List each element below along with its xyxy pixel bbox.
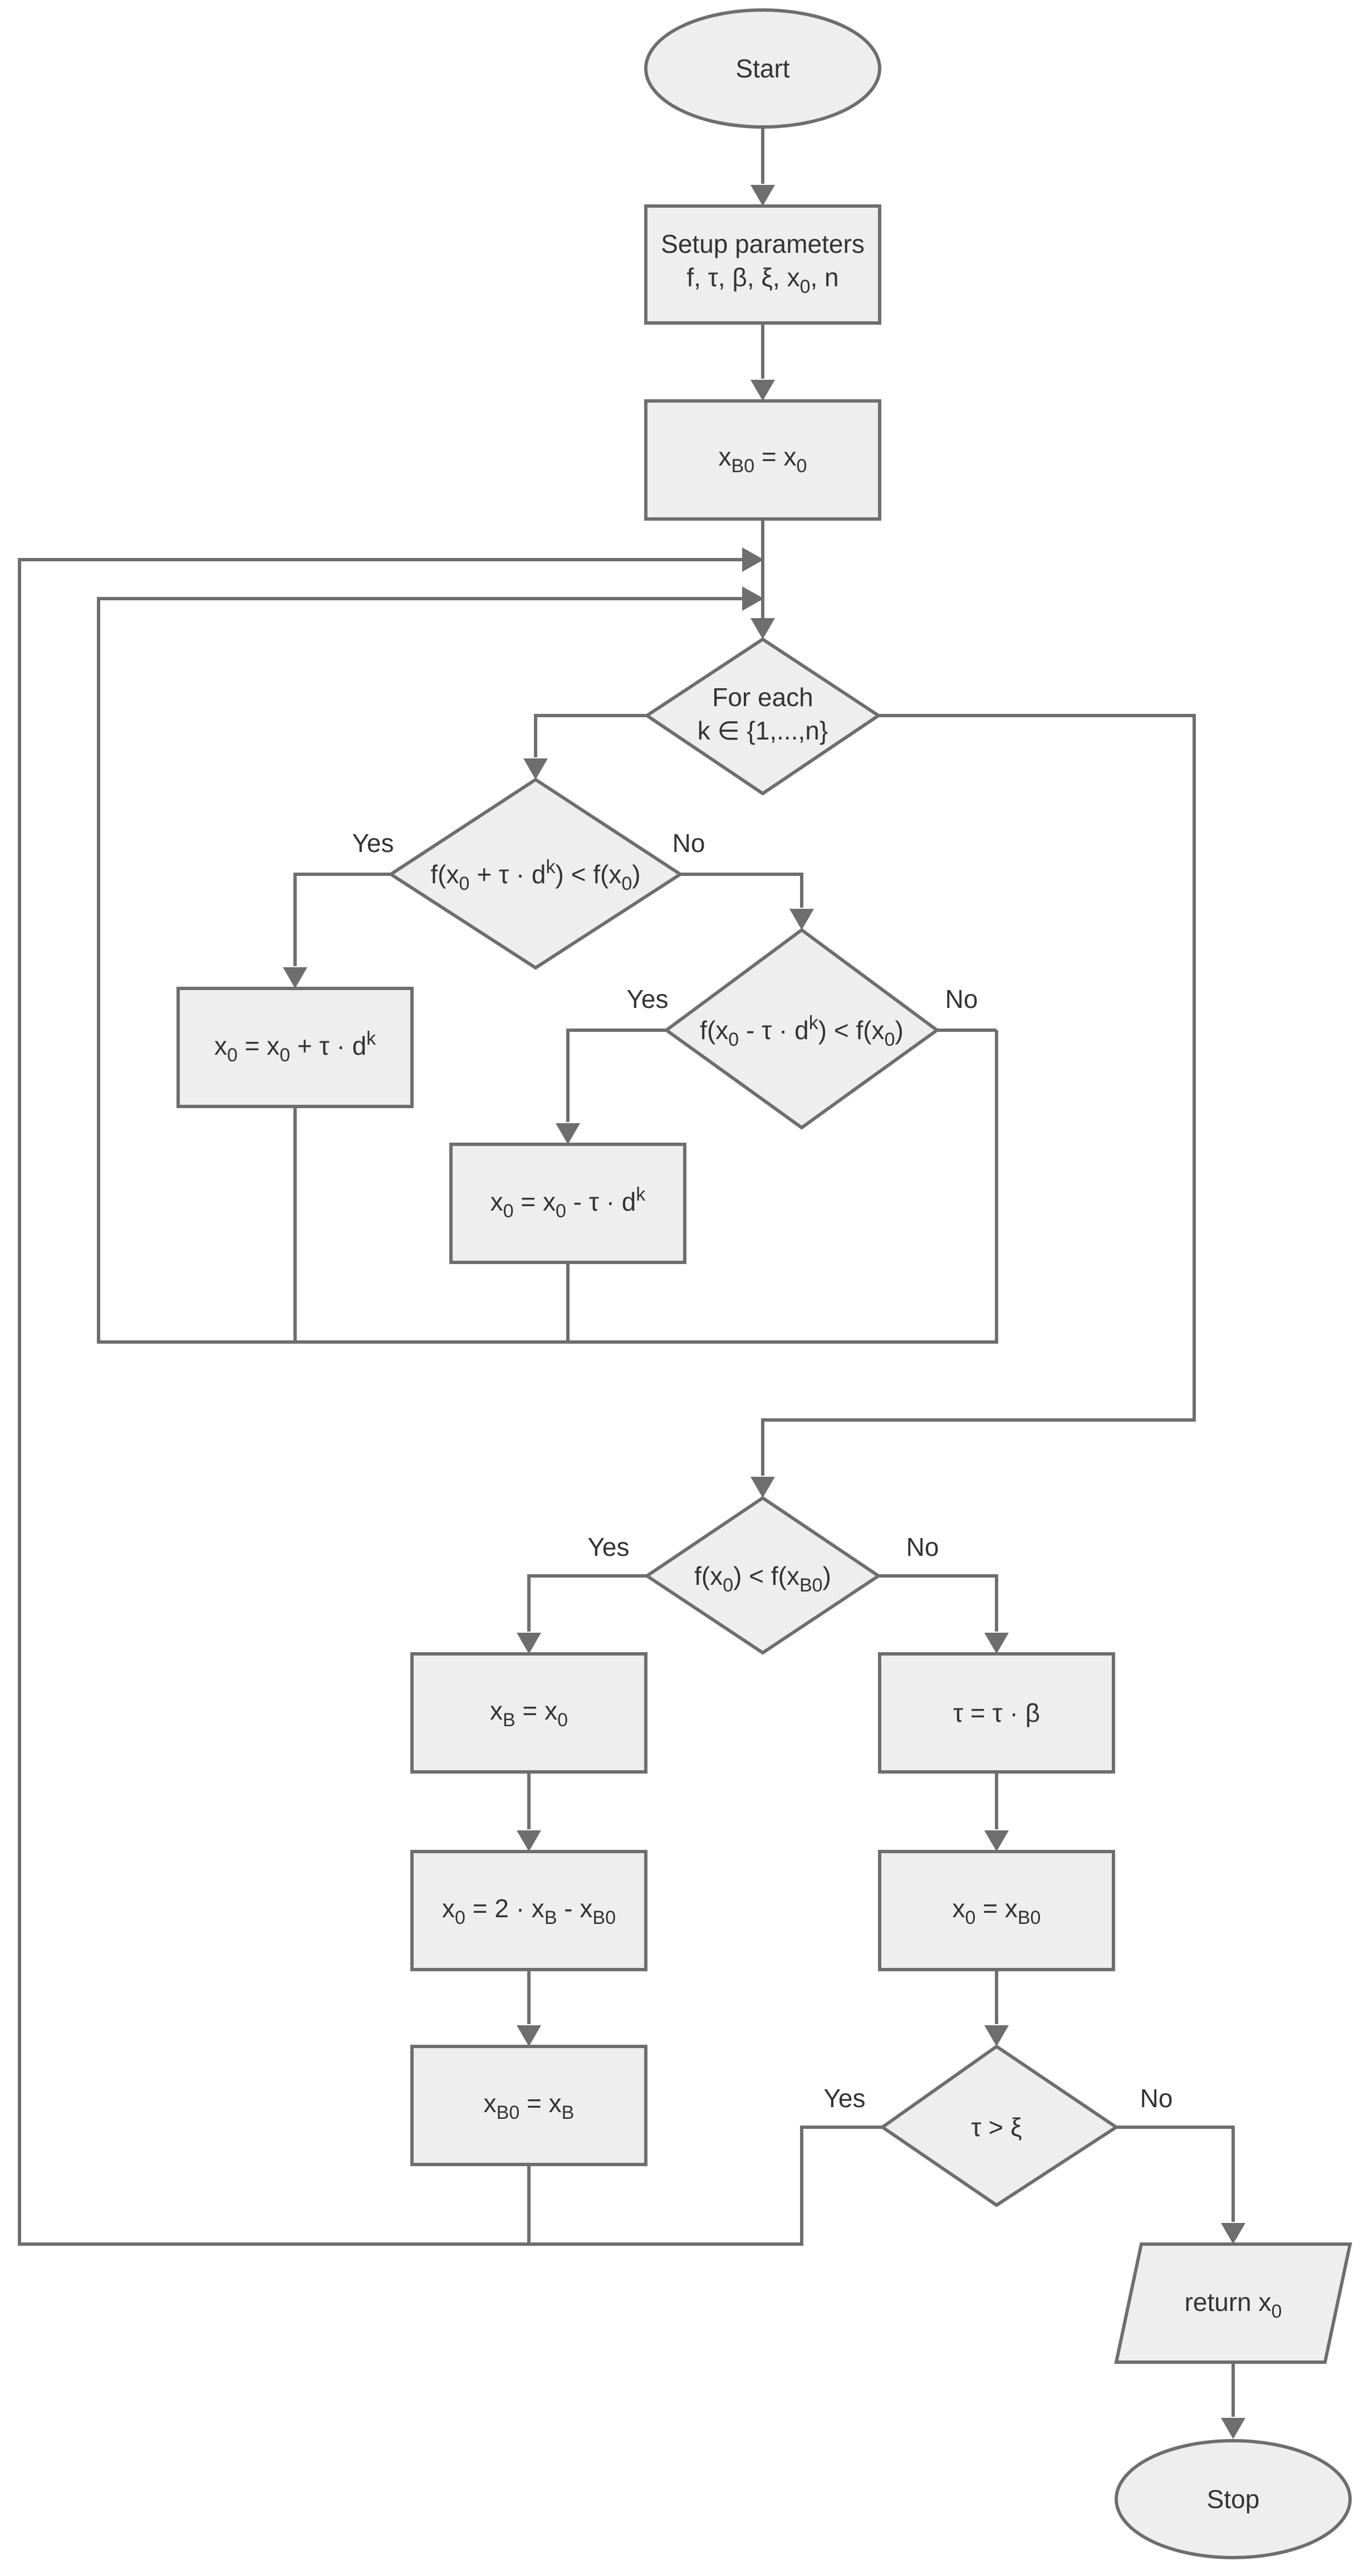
- check-node: τ > ξ: [879, 2044, 1120, 2207]
- assign-plus-node: x0 = x0 + τ · dk: [176, 987, 414, 1108]
- label-test-plus-no: No: [673, 829, 705, 858]
- start-label: Start: [735, 54, 789, 83]
- reset-node: x0 = xB0: [878, 1850, 1115, 1971]
- edge-testplus-no: [680, 873, 803, 908]
- stop-node: Stop: [1115, 2439, 1352, 2559]
- shrink-node: τ = τ · β: [878, 1652, 1115, 1774]
- check-label: τ > ξ: [971, 2113, 1022, 2142]
- edges: [18, 128, 1245, 2439]
- label-compare-no: No: [906, 1532, 939, 1561]
- test-plus-label: f(x0 + τ · dk) < f(x0): [430, 856, 640, 894]
- stop-label: Stop: [1207, 2485, 1260, 2514]
- edge-outer-loop: [18, 558, 882, 2246]
- setup-line1: Setup parameters: [661, 229, 865, 258]
- compare-node: f(x0) < f(xB0): [644, 1496, 882, 1655]
- return-label: return x0: [1185, 2288, 1282, 2322]
- init-node: xB0 = x0: [644, 399, 881, 521]
- compare-label: f(x0) < f(xB0): [694, 1561, 831, 1596]
- set-xb-label: xB = x0: [490, 1696, 568, 1731]
- set-xb-node: xB = x0: [410, 1652, 647, 1774]
- label-test-plus-yes: Yes: [352, 829, 394, 858]
- foreach-line2: k ∈ {1,...,n}: [698, 716, 828, 745]
- reset-label: x0 = xB0: [953, 1894, 1041, 1928]
- reflect-node: x0 = 2 · xB - xB0: [410, 1850, 647, 1971]
- test-minus-node: f(x0 - τ · dk) < f(x0): [663, 928, 940, 1130]
- edge-testplus-yes: [293, 873, 391, 966]
- assign-minus-node: x0 = x0 - τ · dk: [449, 1143, 686, 1264]
- return-node: return x0: [1114, 2242, 1352, 2364]
- test-minus-label: f(x0 - τ · dk) < f(x0): [700, 1012, 904, 1050]
- assign-minus-label: x0 = x0 - τ · dk: [490, 1184, 646, 1222]
- label-check-no: No: [1140, 2084, 1173, 2113]
- edge-foreach-testplus: [534, 714, 647, 757]
- label-check-yes: Yes: [823, 2084, 865, 2113]
- label-compare-yes: Yes: [587, 1532, 629, 1561]
- edge-check-no: [1116, 2126, 1235, 2222]
- setup-line2: f, τ, β, ξ, x0, n: [686, 263, 838, 297]
- label-test-minus-no: No: [945, 985, 978, 1013]
- edge-foreach-compare: [761, 714, 1196, 1476]
- edge-labels: Yes No Yes No Yes No Yes No: [352, 829, 1172, 2113]
- edge-inner-loop: [97, 597, 998, 1344]
- edge-compare-yes: [527, 1574, 647, 1632]
- start-node: Start: [644, 8, 881, 129]
- nodes: Start Setup parameters f, τ, β, ξ, x0, n…: [176, 8, 1352, 2559]
- edge-compare-no: [879, 1574, 998, 1632]
- foreach-node: For each k ∈ {1,...,n}: [644, 637, 882, 796]
- setup-node: Setup parameters f, τ, β, ξ, x0, n: [644, 204, 881, 325]
- edge-testminus-yes: [566, 1029, 666, 1122]
- init-label: xB0 = x0: [719, 442, 807, 477]
- foreach-line1: For each: [712, 683, 813, 712]
- test-plus-node: f(x0 + τ · dk) < f(x0): [387, 777, 684, 970]
- label-test-minus-yes: Yes: [626, 985, 668, 1013]
- shrink-label: τ = τ · β: [953, 1698, 1040, 1727]
- set-xb0-label: xB0 = xB: [484, 2089, 575, 2123]
- reflect-label: x0 = 2 · xB - xB0: [442, 1894, 616, 1928]
- assign-plus-label: x0 = x0 + τ · dk: [214, 1028, 376, 1066]
- set-xb0-node: xB0 = xB: [410, 2045, 647, 2166]
